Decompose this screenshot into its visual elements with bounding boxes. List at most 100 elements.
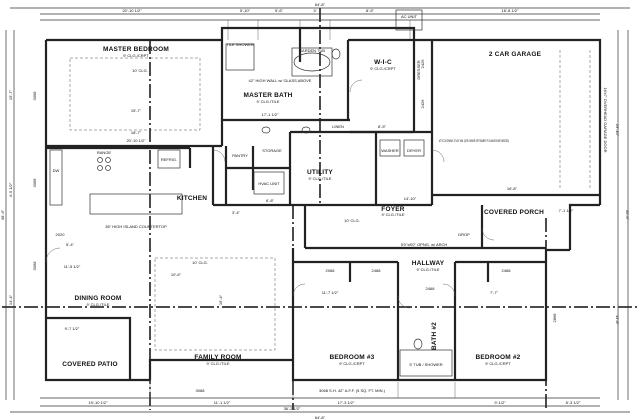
svg-text:DW: DW: [53, 168, 60, 173]
hvac-label: HVAC UNIT: [258, 181, 280, 186]
sink-icon: [261, 126, 271, 134]
garden-tub-icon: [293, 52, 331, 72]
svg-text:7'-7": 7'-7": [490, 290, 499, 295]
bedroom-2-label: BEDROOM #2: [476, 354, 521, 361]
svg-text:14'-10": 14'-10": [404, 196, 417, 201]
svg-text:3'-4": 3'-4": [232, 210, 241, 215]
svg-text:10' CLG.: 10' CLG.: [344, 218, 360, 223]
svg-text:36'-2 1/2": 36'-2 1/2": [284, 406, 301, 411]
svg-text:9' CLG./TILE: 9' CLG./TILE: [257, 99, 280, 104]
svg-text:9' CLG./TILE: 9' CLG./TILE: [382, 212, 405, 217]
family-room-label: FAMILY ROOM: [194, 354, 241, 361]
svg-text:9' CLG./TILE: 9' CLG./TILE: [87, 302, 110, 307]
fixtures: [45, 9, 591, 377]
svg-text:5'-6": 5'-6": [275, 8, 284, 13]
svg-text:TILE SHOWER: TILE SHOWER: [226, 42, 254, 47]
svg-text:3068: 3068: [196, 388, 206, 393]
garage-label: 2 CAR GARAGE: [489, 51, 542, 58]
covered-porch-label: COVERED PORCH: [484, 209, 544, 216]
svg-text:3068: 3068: [32, 178, 37, 188]
svg-text:2468: 2468: [372, 268, 382, 273]
svg-text:64'-8": 64'-8": [315, 415, 326, 420]
svg-text:9'-7 1/2": 9'-7 1/2": [65, 326, 80, 331]
svg-text:9' CLG./TILE: 9' CLG./TILE: [207, 361, 230, 366]
svg-text:23'-10": 23'-10": [615, 124, 620, 137]
svg-text:3068 S.H. 42" A.F.F. (5 SQ. FT: 3068 S.H. 42" A.F.F. (5 SQ. FT. MIN.): [319, 388, 386, 393]
svg-text:9' CLG./TILE: 9' CLG./TILE: [417, 267, 440, 272]
svg-text:2068: 2068: [326, 268, 336, 273]
utility-label: UTILITY: [307, 169, 333, 176]
svg-text:DRYER: DRYER: [407, 148, 421, 153]
window-callouts: 3068 3068 2020 2426 2426 3068 3068 2068 …: [32, 59, 557, 393]
room-labels: MASTER BEDROOM 9' CLG./CRPT MASTER BATH …: [62, 14, 544, 368]
svg-text:2426: 2426: [420, 59, 425, 69]
master-bath-label: MASTER BATH: [243, 92, 292, 99]
svg-text:11'-8": 11'-8": [615, 315, 620, 325]
bath-2-label: BATH #2: [431, 322, 438, 350]
svg-text:17'-1 1/2": 17'-1 1/2": [262, 112, 279, 117]
svg-text:7'-1 1/2": 7'-1 1/2": [559, 208, 574, 213]
svg-text:20'-10 1/2": 20'-10 1/2": [126, 138, 146, 143]
svg-text:2868: 2868: [552, 313, 557, 323]
interior-walls: [46, 28, 600, 380]
master-bedroom-label: MASTER BEDROOM: [103, 46, 169, 53]
svg-text:5': 5': [314, 8, 317, 13]
svg-text:5' TUB / SHOWER: 5' TUB / SHOWER: [409, 362, 442, 367]
svg-text:RANGE: RANGE: [97, 150, 112, 155]
svg-text:14'-4": 14'-4": [8, 294, 13, 305]
svg-text:9' CLG./CRPT: 9' CLG./CRPT: [370, 66, 396, 71]
exterior-walls: [44, 26, 602, 382]
svg-text:5'0"x8'0" OPNG. w/ ARCH: 5'0"x8'0" OPNG. w/ ARCH: [401, 242, 448, 247]
svg-text:10' CLG.: 10' CLG.: [132, 68, 148, 73]
kitchen-label: KITCHEN: [177, 195, 207, 202]
svg-text:2468: 2468: [502, 268, 512, 273]
svg-text:16'-8 1/2": 16'-8 1/2": [502, 8, 519, 13]
svg-text:10'-6": 10'-6": [171, 272, 182, 277]
svg-text:20'-10 1/2": 20'-10 1/2": [122, 8, 142, 13]
kitchen-island: [89, 193, 183, 215]
svg-text:11'-7 1/2": 11'-7 1/2": [322, 290, 339, 295]
ac-unit-label: AC UNIT: [401, 14, 418, 19]
hallway-label: HALLWAY: [412, 260, 445, 267]
svg-text:REFRIG.: REFRIG.: [161, 157, 177, 162]
svg-text:16'-4": 16'-4": [218, 294, 223, 305]
dining-room-label: DINING ROOM: [75, 295, 122, 302]
storage-label: STORAGE: [262, 148, 282, 153]
svg-text:36" HIGH ISLAND COUNTERTOP: 36" HIGH ISLAND COUNTERTOP: [105, 224, 167, 229]
svg-text:5'-10": 5'-10": [240, 8, 251, 13]
svg-text:9' CLG./CRPT: 9' CLG./CRPT: [339, 361, 365, 366]
svg-text:ATTIC DOORWAY 22"x30" MIN. (SE: ATTIC DOORWAY 22"x30" MIN. (SEE OWNER OR…: [439, 138, 509, 143]
svg-text:DROP: DROP: [458, 232, 470, 237]
svg-text:38'-6": 38'-6": [0, 209, 5, 220]
pantry-label: PANTRY: [232, 153, 248, 158]
svg-text:15'-7": 15'-7": [8, 89, 13, 100]
svg-text:3068: 3068: [32, 91, 37, 101]
svg-text:11'-5 1/2": 11'-5 1/2": [64, 264, 81, 269]
foyer-label: FOYER: [381, 206, 404, 213]
svg-text:9' CLG./CRPT: 9' CLG./CRPT: [123, 53, 149, 58]
svg-text:8'-5": 8'-5": [378, 124, 387, 129]
svg-text:6'-8": 6'-8": [266, 198, 275, 203]
svg-text:2426: 2426: [420, 99, 425, 109]
svg-text:9' CLG./TILE: 9' CLG./TILE: [309, 176, 332, 181]
svg-text:3068: 3068: [32, 261, 37, 271]
svg-text:5'-4": 5'-4": [66, 242, 75, 247]
bedroom-3-label: BEDROOM #3: [330, 354, 375, 361]
dimension-lines: [5, 7, 630, 413]
svg-text:17'-3 1/2": 17'-3 1/2": [338, 400, 355, 405]
svg-text:WASHER: WASHER: [381, 148, 399, 153]
svg-text:8'-5": 8'-5": [366, 8, 375, 13]
svg-text:8'-3 1/2": 8'-3 1/2": [566, 400, 581, 405]
svg-text:4'-5 1/2": 4'-5 1/2": [8, 182, 13, 197]
toilet-icon: [413, 338, 423, 350]
svg-text:DRESSER: DRESSER: [416, 60, 421, 79]
shower-icon: [225, 43, 255, 71]
svg-text:2020: 2020: [56, 232, 66, 237]
svg-text:42" HIGH WALL w/ GLASS ABOVE: 42" HIGH WALL w/ GLASS ABOVE: [249, 78, 312, 83]
svg-text:9' CLG./CRPT: 9' CLG./CRPT: [485, 361, 511, 366]
toilet-icon: [331, 48, 341, 60]
svg-text:18'-7": 18'-7": [131, 130, 142, 135]
svg-text:15'-7": 15'-7": [131, 108, 142, 113]
svg-text:11'-1 1/2": 11'-1 1/2": [214, 400, 231, 405]
